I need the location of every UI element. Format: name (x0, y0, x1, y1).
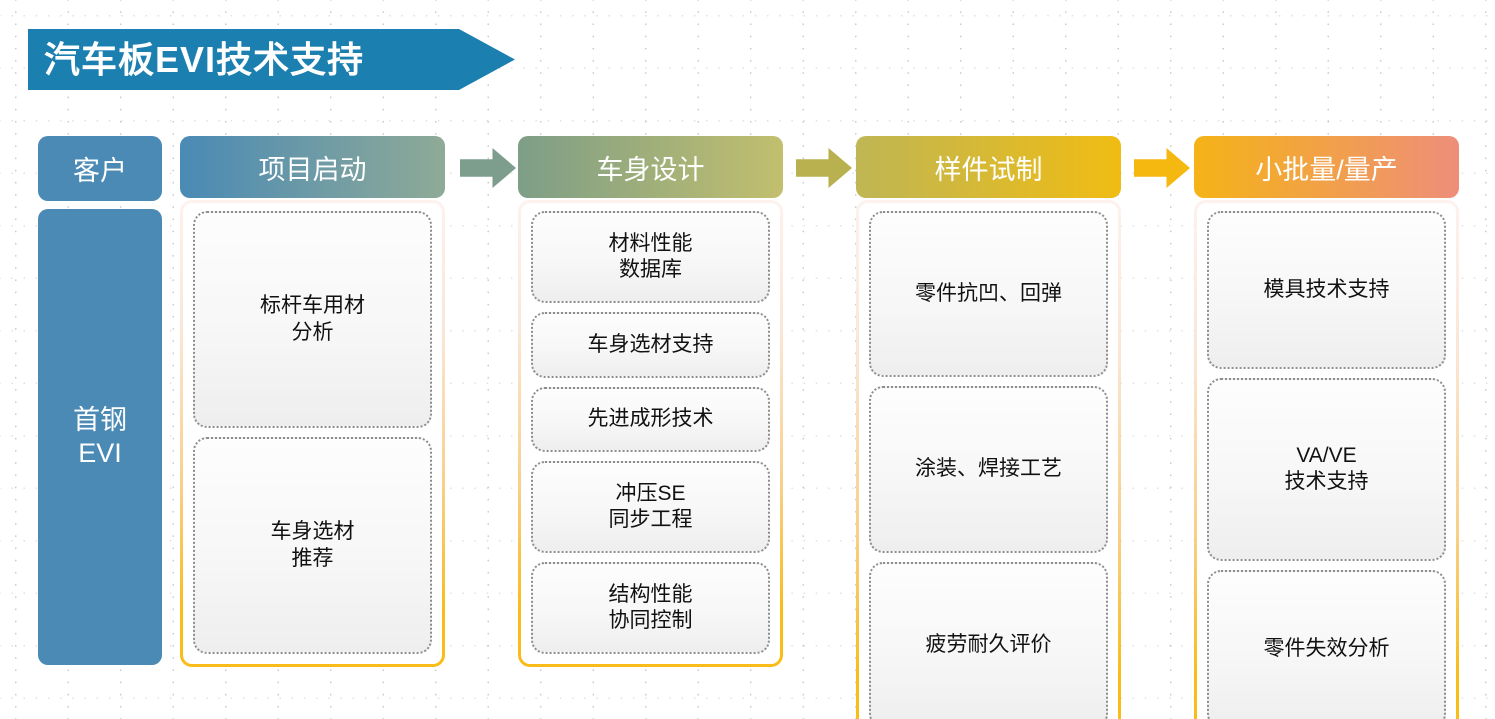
stage-body-prototype: 零件抗凹、回弹 涂装、焊接工艺 疲劳耐久评价 (856, 200, 1121, 719)
customer-body-line-1: 首钢 (73, 405, 127, 436)
stage-card[interactable]: 结构性能 协同控制 (531, 562, 770, 655)
stage-card[interactable]: 先进成形技术 (531, 386, 770, 453)
card-line: 模具技术支持 (1263, 277, 1390, 301)
stage-card[interactable]: 涂装、焊接工艺 (869, 386, 1108, 553)
card-line: 材料性能 (608, 231, 693, 255)
card-line: 协同控制 (608, 609, 693, 633)
stage-column-project-kickoff: 项目启动 标杆车用材 分析 车身选材 推荐 (180, 136, 445, 667)
stage-column-mass-production: 小批量/量产 模具技术支持 VA/VE 技术支持 零件失效分析 (1194, 136, 1459, 719)
stage-card[interactable]: 标杆车用材 分析 (193, 211, 432, 428)
stage-card[interactable]: 零件抗凹、回弹 (869, 211, 1108, 378)
stage-body-project-kickoff: 标杆车用材 分析 车身选材 推荐 (180, 200, 445, 667)
title-banner-arrow-shape (28, 29, 515, 90)
customer-column: 客户 首钢 EVI (38, 136, 162, 665)
card-line: 零件失效分析 (1263, 637, 1390, 661)
flow-arrow-1 (460, 148, 516, 188)
stage-header-project-kickoff[interactable]: 项目启动 (180, 136, 445, 198)
stage-card[interactable]: 疲劳耐久评价 (869, 561, 1108, 719)
right-arrow-icon (460, 148, 516, 188)
card-line: VA/VE (1296, 444, 1357, 468)
stage-column-prototype: 样件试制 零件抗凹、回弹 涂装、焊接工艺 疲劳耐久评价 (856, 136, 1121, 719)
right-arrow-icon (1134, 148, 1190, 188)
card-line: 推荐 (291, 546, 334, 570)
card-line: 结构性能 (608, 582, 693, 606)
stage-card[interactable]: 零件失效分析 (1207, 570, 1446, 719)
flow-arrow-2 (796, 148, 852, 188)
stage-card[interactable]: 车身选材支持 (531, 311, 770, 378)
card-line: 车身选材 (270, 520, 355, 544)
stage-body-body-design: 材料性能 数据库 车身选材支持 先进成形技术 冲压SE 同步工程 (518, 200, 783, 667)
card-line: 数据库 (619, 257, 682, 281)
card-line: 车身选材支持 (587, 332, 714, 356)
card-line: 冲压SE (615, 481, 686, 505)
flow-arrow-3 (1134, 148, 1190, 188)
right-arrow-icon (796, 148, 852, 188)
card-line: 零件抗凹、回弹 (915, 282, 1062, 306)
customer-body: 首钢 EVI (38, 209, 162, 665)
stage-header-body-design[interactable]: 车身设计 (518, 136, 783, 198)
stage-body-mass-production: 模具技术支持 VA/VE 技术支持 零件失效分析 (1194, 200, 1459, 719)
stage-column-body-design: 车身设计 材料性能 数据库 车身选材支持 先进成形技术 冲压SE (518, 136, 783, 667)
card-line: 先进成形技术 (587, 407, 714, 431)
customer-header: 客户 (38, 136, 162, 201)
card-line: 技术支持 (1284, 470, 1369, 494)
title-banner: 汽车板EVI技术支持 (28, 29, 515, 90)
stage-card[interactable]: VA/VE 技术支持 (1207, 377, 1446, 562)
stage-header-mass-production[interactable]: 小批量/量产 (1194, 136, 1459, 198)
card-line: 分析 (291, 320, 334, 344)
stage-card[interactable]: 冲压SE 同步工程 (531, 461, 770, 554)
card-line: 疲劳耐久评价 (925, 632, 1052, 656)
card-line: 同步工程 (608, 508, 693, 532)
card-line: 涂装、焊接工艺 (915, 457, 1062, 481)
stage-card[interactable]: 模具技术支持 (1207, 211, 1446, 369)
card-line: 标杆车用材 (260, 294, 365, 318)
customer-body-line-2: EVI (78, 438, 122, 468)
stage-card[interactable]: 车身选材 推荐 (193, 437, 432, 654)
stage-header-prototype[interactable]: 样件试制 (856, 136, 1121, 198)
page-title: 汽车板EVI技术支持 (44, 39, 365, 80)
stage-card[interactable]: 材料性能 数据库 (531, 211, 770, 303)
